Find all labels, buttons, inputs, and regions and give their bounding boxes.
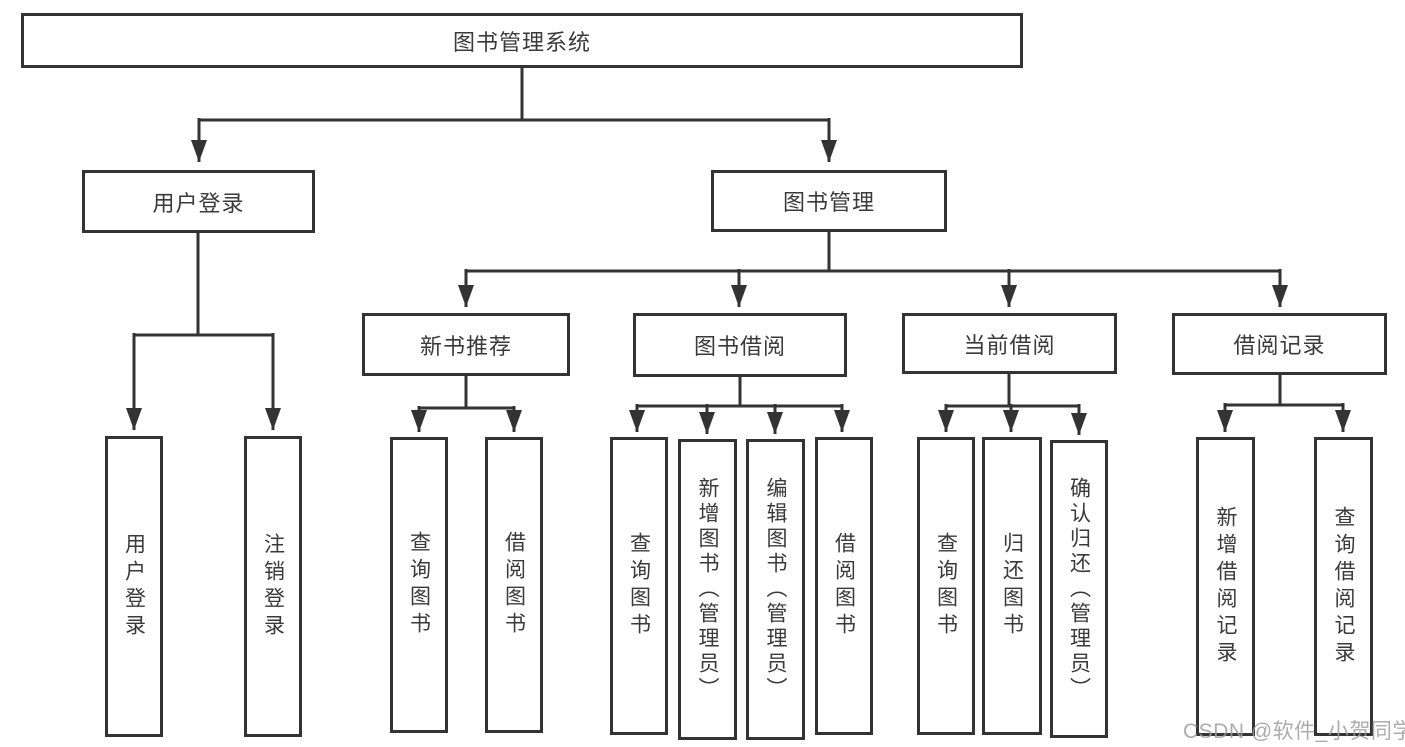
leaf-query-books-current-label: 查询图书: [934, 532, 958, 640]
leaf-query-books-recommend-label: 查询图书: [407, 531, 431, 639]
node-user-login: 用户登录: [82, 170, 315, 233]
leaf-logout-label: 注销登录: [261, 532, 285, 641]
leaf-edit-books-admin-label: 编辑图书（管理员）: [764, 477, 787, 702]
node-current-borrow: 当前借阅: [902, 313, 1117, 374]
connector-root: [191, 68, 837, 162]
node-book-borrow: 图书借阅: [633, 313, 847, 377]
leaf-logout: 注销登录: [244, 436, 302, 737]
leaf-confirm-return-admin-label: 确认归还（管理员）: [1067, 476, 1091, 702]
leaf-add-borrow-record-label: 新增借阅记录: [1214, 505, 1237, 668]
leaf-query-books-recommend: 查询图书: [390, 437, 448, 733]
leaf-query-books-borrow: 查询图书: [610, 437, 668, 735]
connector-book-borrow: [629, 377, 850, 434]
connector-book-management: [458, 232, 1288, 307]
connector-user-login: [126, 233, 281, 430]
leaf-add-borrow-record: 新增借阅记录: [1196, 437, 1255, 736]
connector-new-book-recommend: [411, 376, 522, 432]
leaf-return-books: 归还图书: [982, 437, 1042, 735]
leaf-query-books-current: 查询图书: [917, 437, 975, 735]
leaf-confirm-return-admin: 确认归还（管理员）: [1050, 440, 1108, 738]
node-borrow-records: 借阅记录: [1172, 313, 1387, 375]
node-new-book-recommend: 新书推荐: [362, 313, 570, 376]
leaf-query-books-borrow-label: 查询图书: [627, 532, 651, 640]
leaf-user-login: 用户登录: [105, 436, 163, 737]
connector-borrow-records: [1217, 375, 1351, 432]
leaf-borrow-books: 借阅图书: [815, 437, 873, 735]
leaf-borrow-books-label: 借阅图书: [832, 532, 856, 640]
leaf-add-books-admin: 新增图书（管理员）: [678, 439, 737, 740]
leaf-query-borrow-record-label: 查询借阅记录: [1332, 505, 1355, 668]
connector-current-borrow: [938, 374, 1087, 435]
csdn-watermark: CSDN @软件_小贺同学: [1183, 720, 1405, 743]
leaf-user-login-label: 用户登录: [122, 532, 146, 641]
leaf-add-books-admin-label: 新增图书（管理员）: [696, 477, 719, 702]
leaf-borrow-books-recommend: 借阅图书: [485, 437, 543, 733]
leaf-return-books-label: 归还图书: [1000, 532, 1024, 640]
node-book-management: 图书管理: [711, 170, 947, 232]
leaf-edit-books-admin: 编辑图书（管理员）: [746, 439, 805, 740]
node-library-system: 图书管理系统: [21, 13, 1023, 68]
leaf-query-borrow-record: 查询借阅记录: [1314, 437, 1373, 736]
leaf-borrow-books-recommend-label: 借阅图书: [502, 531, 526, 639]
